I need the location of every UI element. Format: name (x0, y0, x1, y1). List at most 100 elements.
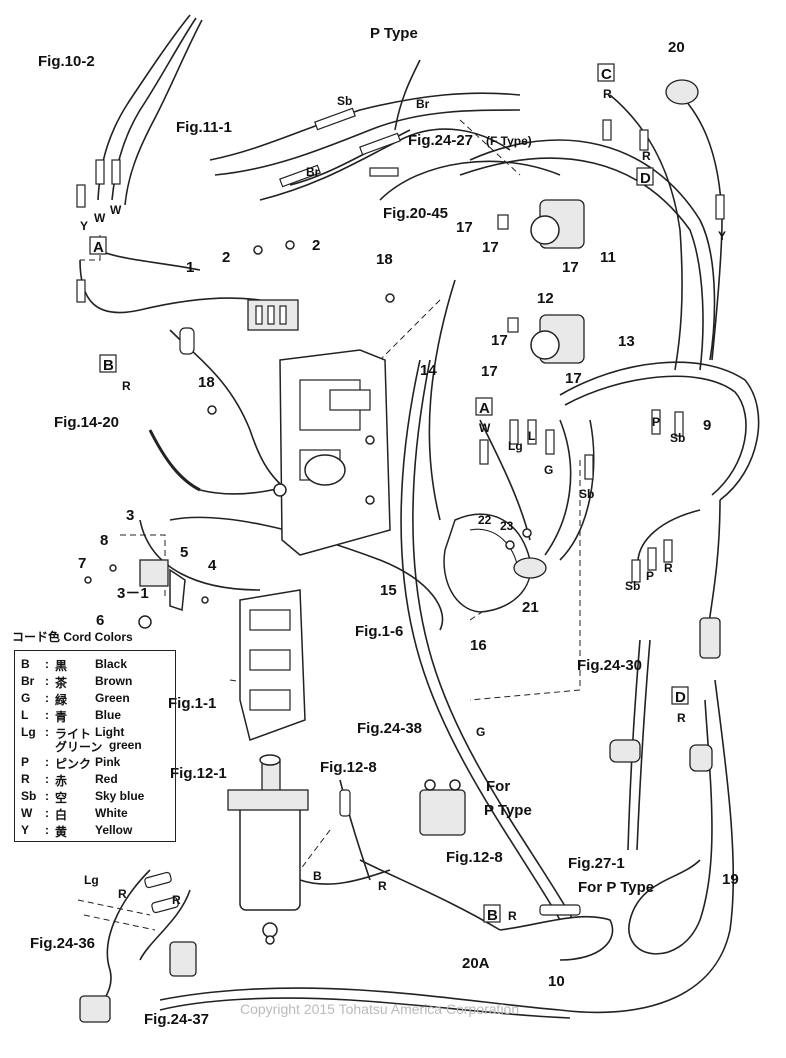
legend-row: L: 青 Blue (21, 708, 122, 724)
label-fig-1-1: Fig.1-1 (168, 695, 216, 712)
part-number-17c: 17 (562, 259, 579, 276)
part-number-2b: 2 (312, 237, 320, 254)
code-sb-9: Sb (670, 431, 685, 445)
legend-code: Y (21, 823, 30, 837)
part-number-23: 23 (500, 519, 514, 533)
code-r-12: R (378, 879, 387, 893)
bolts (84, 240, 532, 945)
code-lg-36: Lg (84, 873, 99, 887)
legend-jp: 空 (55, 791, 68, 805)
starter-relay (419, 779, 466, 836)
label-for: For (486, 778, 510, 795)
legend-row: Lg: ライト Light (21, 725, 125, 741)
legend-code: Lg (21, 725, 36, 739)
legend-en: Red (95, 772, 118, 786)
legend-jp: 黒 (55, 659, 68, 673)
part-number-21: 21 (522, 599, 539, 616)
ignition-coil-11 (497, 199, 585, 249)
label-fig-20-45: Fig.20-45 (383, 205, 448, 222)
legend-jp: 茶 (55, 676, 68, 690)
legend-en: Sky blue (95, 789, 145, 803)
part-number-1: 1 (186, 259, 194, 276)
wire-color-codes: Y W W R Sb Br Br R R Y W Lg L G Sb P Sb … (80, 87, 726, 923)
code-lg-a: Lg (508, 439, 523, 453)
part-number-4: 4 (208, 557, 217, 574)
connector-plugs (79, 617, 721, 1023)
connector-d-bottom: D (675, 689, 686, 706)
code-y1: Y (80, 219, 88, 233)
starter-motor (227, 754, 309, 938)
code-r-36b: R (172, 893, 181, 907)
part-number-8: 8 (100, 532, 108, 549)
part-number-20: 20 (668, 39, 685, 56)
label-p-type-mid: P Type (484, 802, 532, 819)
label-fig-24-38: Fig.24-38 (357, 720, 422, 737)
connector-d-top: D (640, 170, 651, 187)
legend-jp: 白 (55, 808, 68, 822)
cylinder-block (239, 589, 306, 741)
bracket-3 (138, 559, 186, 629)
part-number-17b: 17 (482, 239, 499, 256)
part-number-9: 9 (703, 417, 711, 434)
fuse-holders (76, 107, 725, 916)
part-number-17e: 17 (481, 363, 498, 380)
code-br-mid: Br (306, 165, 320, 179)
label-p-type-top: P Type (370, 25, 418, 42)
code-w-a: W (479, 421, 491, 435)
part-number-20a: 20A (462, 955, 490, 972)
legend-code: R (21, 772, 30, 786)
legend-code: P (21, 755, 30, 769)
label-fig-12-8-bottom: Fig.12-8 (446, 849, 503, 866)
horn-20 (665, 79, 699, 105)
code-r-c: R (603, 87, 612, 101)
legend-en: Yellow (95, 823, 133, 837)
label-fig-24-30: Fig.24-30 (577, 657, 642, 674)
part-number-5: 5 (180, 544, 188, 561)
part-number-3: 3 (126, 507, 134, 524)
legend-row: G: 緑 Green (21, 691, 130, 707)
ignition-coil-13 (507, 314, 585, 364)
code-r-d: R (642, 149, 651, 163)
part-number-17f: 17 (565, 370, 582, 387)
legend-row: B: 黒 Black (21, 657, 128, 673)
part-number-3-1: 3－1 (117, 585, 149, 602)
code-l-a: L (528, 429, 535, 443)
code-g-38: G (476, 725, 485, 739)
legend-row: W: 白 White (21, 806, 128, 822)
connector-b-bottom: B (487, 907, 498, 924)
code-sb-top: Sb (337, 94, 352, 108)
part-number-7: 7 (78, 555, 86, 572)
part-number-18b: 18 (198, 374, 215, 391)
code-r-b: R (122, 379, 131, 393)
label-fig-24-37: Fig.24-37 (144, 1011, 209, 1028)
connector-b-left: B (103, 357, 114, 374)
code-w1: W (94, 211, 106, 225)
wire-harnesses (77, 14, 760, 1021)
ignition-base-plate (273, 349, 391, 556)
code-p-30: P (646, 569, 654, 583)
part-number-11: 11 (600, 249, 616, 266)
code-p-9: P (652, 415, 660, 429)
legend-en: White (95, 806, 128, 820)
part-number-15: 15 (380, 582, 397, 599)
legend-jp: ピンク (55, 757, 92, 771)
connector-a-right: A (479, 400, 490, 417)
legend-code: Sb (21, 789, 37, 803)
label-f-type: (F Type) (486, 134, 532, 148)
cdi-unit (247, 299, 299, 331)
legend-jp: 黄 (55, 825, 68, 839)
legend-code: B (21, 657, 30, 671)
code-w2: W (110, 203, 122, 217)
code-y-20: Y (718, 229, 726, 243)
part-number-10: 10 (548, 973, 565, 990)
legend-jp: 青 (55, 710, 68, 724)
generator-stator (443, 513, 547, 613)
label-fig-1-6: Fig.1-6 (355, 623, 403, 640)
legend-row: Y: 黄 Yellow (21, 823, 133, 839)
label-fig-24-27: Fig.24-27 (408, 132, 473, 149)
legend-jp: ライト (55, 727, 92, 741)
label-fig-12-8-top: Fig.12-8 (320, 759, 377, 776)
legend-en: Black (95, 657, 128, 671)
part-number-12: 12 (537, 290, 554, 307)
